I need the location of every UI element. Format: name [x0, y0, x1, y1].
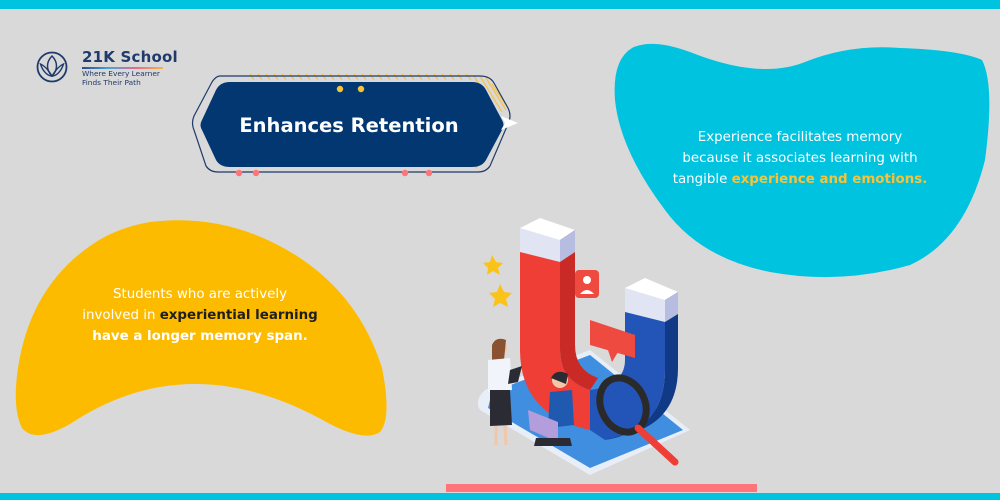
- lotus-circle-icon: [36, 51, 68, 83]
- cyan-highlight: experience and emotions.: [731, 172, 928, 187]
- chevron-right-icon: [501, 116, 518, 130]
- cyan-text-line-1: Experience facilitates memory: [697, 130, 903, 145]
- title-badge: Enhances Retention: [190, 68, 530, 183]
- cyan-text-line-2: because it associates learning with: [682, 151, 918, 166]
- yellow-highlight: experiential learning: [159, 308, 318, 323]
- badge-shape: [191, 73, 518, 177]
- logo-tagline: Where Every Learner Finds Their Path: [82, 69, 160, 87]
- pink-accent-bar: [446, 484, 757, 492]
- magnet-illustration: [477, 218, 690, 475]
- yellow-text-line-3: have a longer memory span.: [92, 329, 308, 344]
- yellow-text-line-1: Students who are actively: [112, 287, 288, 302]
- page-title: Enhances Retention: [239, 114, 459, 137]
- cyan-card-text: Experience facilitates memory because it…: [640, 127, 960, 190]
- bottom-accent-band: [0, 493, 1000, 500]
- cyan-blob-shape: [614, 43, 990, 278]
- tagline-line-1: Where Every Learner: [82, 69, 160, 78]
- top-accent-band: [0, 0, 1000, 9]
- logo-gradient-underline: [82, 67, 163, 69]
- yellow-blob-shape: [15, 220, 387, 436]
- yellow-card-text: Students who are actively involved in ex…: [50, 284, 350, 347]
- yellow-text-line-2: involved in experiential learning: [82, 308, 318, 323]
- cyan-text-line-3: tangible experience and emotions.: [672, 172, 928, 187]
- tagline-line-2: Finds Their Path: [82, 77, 141, 87]
- logo-name: 21K School: [82, 48, 178, 66]
